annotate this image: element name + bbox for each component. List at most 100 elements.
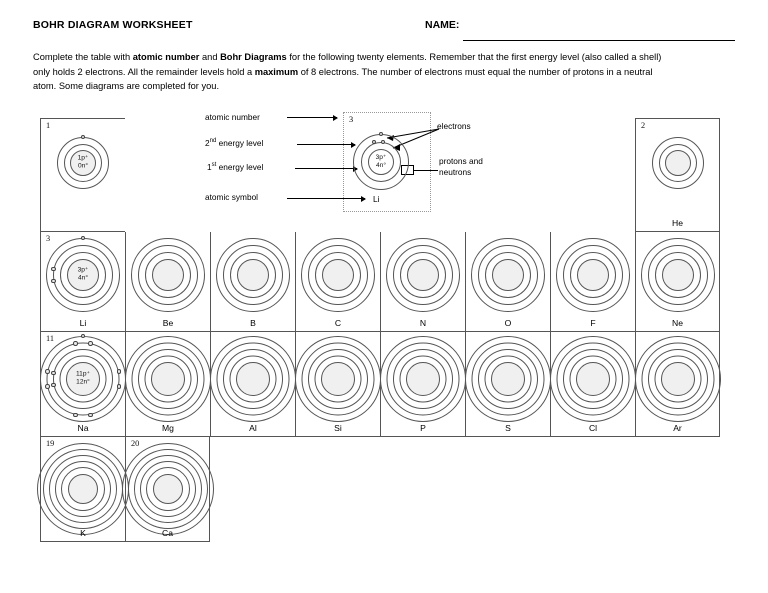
instructions-bold-bohr-diagrams: Bohr Diagrams — [220, 52, 287, 62]
legend-example-diagram: 3 Li atomic number 2nd energy level 1st … — [205, 112, 483, 222]
atomic-number[interactable]: 20 — [131, 439, 140, 448]
bohr-model[interactable]: 3p⁺4n° — [46, 235, 120, 312]
neutrons-value: 0n° — [78, 163, 88, 170]
worksheet-header: BOHR DIAGRAM WORKSHEET NAME: — [0, 0, 768, 46]
electron-shell-1 — [658, 144, 697, 182]
nucleus — [491, 362, 525, 396]
nucleus — [322, 259, 354, 291]
electron-shell-2 — [563, 245, 623, 305]
element-symbol: B — [250, 318, 256, 328]
electron-shell-1 — [484, 355, 532, 403]
bohr-model[interactable] — [386, 238, 460, 312]
atomic-number[interactable]: 2 — [641, 121, 646, 130]
element-cell-al[interactable]: Al — [210, 332, 296, 437]
electron-shell-3 — [386, 342, 460, 416]
element-cell-n[interactable]: N — [380, 232, 465, 332]
nucleus — [407, 259, 439, 291]
legend-second-sup: nd — [209, 138, 217, 145]
element-symbol: K — [80, 528, 86, 538]
electron-shell-2 — [393, 245, 453, 305]
bohr-model[interactable] — [651, 137, 704, 189]
bohr-model[interactable] — [380, 336, 466, 422]
bohr-model[interactable] — [550, 336, 636, 422]
element-cell-be[interactable]: Be — [125, 232, 210, 332]
bohr-model[interactable] — [295, 336, 381, 422]
element-cell-p[interactable]: P — [380, 332, 466, 437]
element-symbol: Ar — [673, 423, 682, 433]
electron-shell-2 — [138, 245, 198, 305]
legend-arrow-atomic-symbol — [287, 196, 366, 202]
bohr-model[interactable]: 11p⁺12n° — [40, 333, 126, 422]
element-symbol: F — [590, 318, 596, 328]
name-entry-line[interactable] — [463, 40, 735, 41]
instructions-bold-atomic-number: atomic number — [132, 52, 200, 62]
atomic-number[interactable]: 11 — [46, 334, 54, 343]
name-label: NAME: — [425, 19, 460, 31]
bohr-model[interactable] — [301, 238, 375, 312]
bohr-model[interactable]: 1p⁺0n° — [57, 134, 109, 189]
element-cell-c[interactable]: C — [295, 232, 380, 332]
nucleus — [152, 474, 183, 504]
legend-bohr-model: 3p⁺ 4n° — [353, 131, 409, 190]
bohr-model[interactable] — [216, 238, 290, 312]
instructions-text-a: Complete the table with — [33, 52, 133, 62]
electron-shell-3 — [133, 455, 202, 523]
element-cell-ar[interactable]: Ar — [634, 332, 721, 437]
electron-shell-1 — [399, 355, 447, 403]
bohr-model[interactable] — [556, 238, 630, 312]
bohr-model[interactable] — [640, 238, 715, 312]
element-cell-o[interactable]: O — [465, 232, 550, 332]
nucleus — [236, 362, 270, 396]
element-cell-f[interactable]: F — [550, 232, 635, 332]
element-cell-cl[interactable]: Cl — [550, 332, 636, 437]
electron-shell-2 — [223, 349, 283, 409]
bohr-model[interactable] — [634, 336, 721, 422]
electron-shell-3 — [216, 342, 290, 416]
element-symbol: Ne — [672, 318, 683, 328]
electron-shell-3 — [49, 455, 117, 523]
bohr-model[interactable] — [121, 443, 214, 535]
electron — [80, 134, 86, 140]
electron-shell-1 — [314, 355, 362, 403]
element-symbol: Al — [249, 423, 257, 433]
electron — [45, 369, 50, 374]
electron-shell-2 — [223, 245, 283, 305]
element-cell-ne[interactable]: Ne — [635, 232, 720, 332]
legend-label-electrons: electrons — [437, 121, 471, 131]
legend-label-protons-neutrons-1: protons and — [439, 156, 483, 166]
nucleus — [492, 259, 524, 291]
electron-shell-3 — [301, 238, 375, 312]
legend-second-num: 2 — [205, 138, 210, 148]
bohr-model[interactable] — [125, 336, 211, 422]
atomic-number[interactable]: 3 — [46, 234, 51, 243]
electron — [73, 341, 78, 346]
electron-shell-2 — [139, 461, 196, 517]
element-cell-b[interactable]: B — [210, 232, 295, 332]
bohr-model[interactable] — [210, 336, 296, 422]
bohr-model[interactable] — [131, 238, 205, 312]
bohr-model[interactable] — [37, 443, 129, 535]
element-symbol: O — [504, 318, 512, 328]
electron — [88, 412, 93, 417]
nucleus — [66, 362, 100, 396]
electron-shell-3 — [46, 342, 120, 416]
bohr-model[interactable] — [465, 336, 551, 422]
atomic-number[interactable]: 19 — [46, 439, 55, 448]
element-cell-s[interactable]: S — [465, 332, 551, 437]
legend-electron — [380, 139, 386, 145]
bohr-model[interactable] — [471, 238, 545, 312]
instructions-text-g: of 8 electrons. The number of electrons … — [33, 66, 653, 92]
element-cell-mg[interactable]: Mg — [125, 332, 211, 437]
element-cell[interactable]: 1 1p⁺0n° — [40, 118, 125, 232]
nucleus — [68, 474, 98, 504]
page-title: BOHR DIAGRAM WORKSHEET — [33, 19, 193, 31]
element-cell-si[interactable]: Si — [295, 332, 381, 437]
electron-shell-2 — [53, 245, 113, 305]
atomic-number[interactable]: 1 — [46, 121, 51, 130]
